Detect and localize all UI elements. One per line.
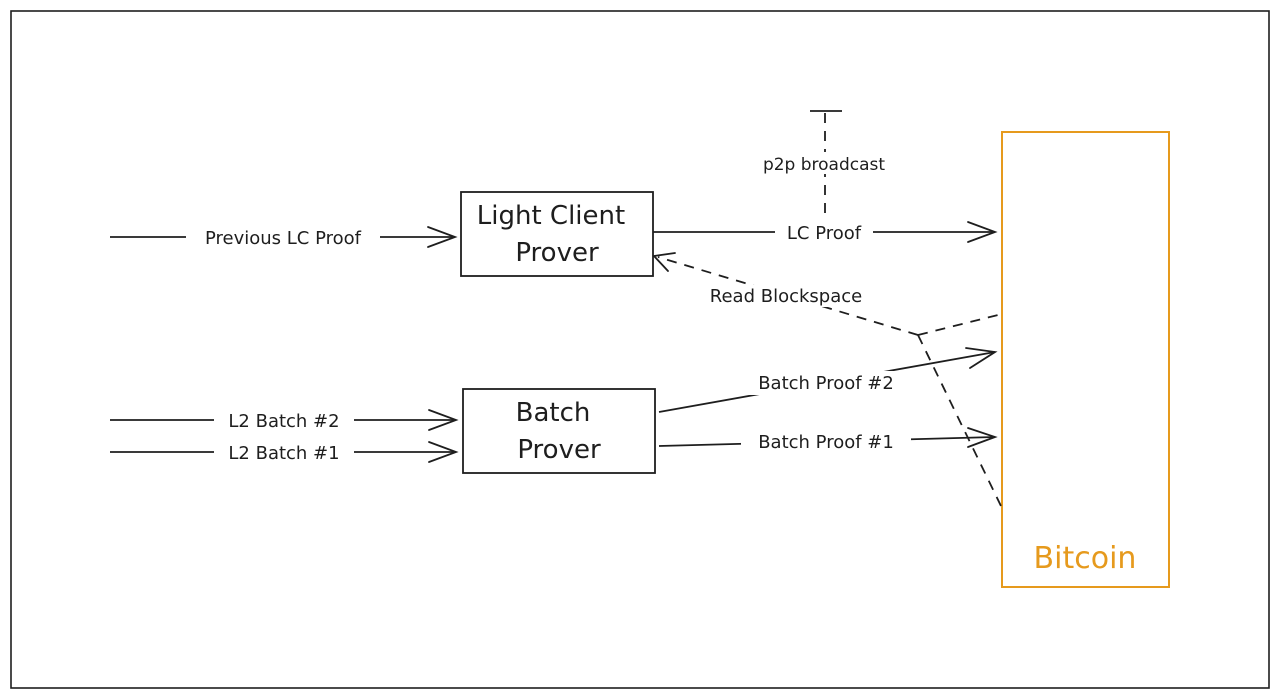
p2p-broadcast-label: p2p broadcast <box>763 155 885 175</box>
light-client-prover-line2: Prover <box>515 238 599 268</box>
edge-l2-batch-1: L2 Batch #1 <box>110 441 459 464</box>
batch-prover-line2: Prover <box>517 435 601 465</box>
l2-batch-2-label: L2 Batch #2 <box>228 411 339 432</box>
edge-l2-batch-2: L2 Batch #2 <box>110 409 459 432</box>
edge-p2p-broadcast: p2p broadcast <box>744 110 904 228</box>
light-client-prover-line1: Light Client <box>477 201 625 231</box>
batch-prover-line1: Batch <box>516 398 591 428</box>
bitcoin-label: Bitcoin <box>1034 541 1137 576</box>
batch-proof-1-label: Batch Proof #1 <box>758 432 894 453</box>
edge-read-blockspace: Read Blockspace <box>652 252 1003 507</box>
light-client-prover-node: Light Client Prover <box>460 191 654 277</box>
l2-batch-1-label: L2 Batch #1 <box>228 443 339 464</box>
previous-lc-proof-label: Previous LC Proof <box>205 228 362 249</box>
bitcoin-box <box>1001 131 1170 588</box>
lc-proof-label: LC Proof <box>787 223 862 244</box>
edge-lc-proof: LC Proof <box>653 221 998 244</box>
batch-proof-2-label: Batch Proof #2 <box>758 373 894 394</box>
diagram-frame <box>10 10 1270 689</box>
read-blockspace-label: Read Blockspace <box>710 286 862 307</box>
edge-batch-proof-2: Batch Proof #2 <box>658 347 998 413</box>
edge-batch-proof-1: Batch Proof #1 <box>658 427 998 453</box>
batch-prover-node: Batch Prover <box>462 388 656 474</box>
edge-previous-lc-proof: Previous LC Proof <box>110 226 458 249</box>
